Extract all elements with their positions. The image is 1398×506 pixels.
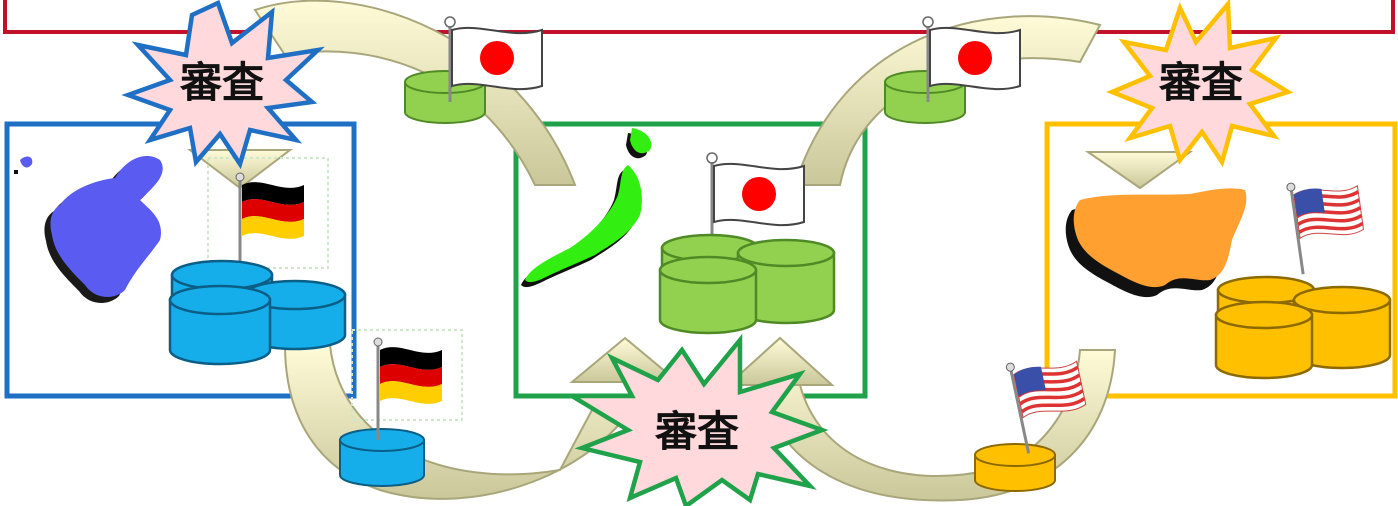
germany-flag-icon	[372, 336, 444, 442]
review-starburst-top-left: 審査	[121, 0, 325, 170]
japan-flag-icon	[705, 151, 806, 240]
usa-database-icon	[1214, 275, 1392, 380]
arrow-head-icon	[1084, 151, 1194, 190]
germany-flag-icon	[234, 171, 306, 277]
flag-selection-box	[351, 329, 463, 421]
usa-map-icon	[1065, 188, 1247, 298]
japan-database-icon	[404, 70, 486, 124]
review-starburst-bottom-center: 審査	[563, 333, 829, 506]
starburst-icon	[121, 0, 325, 170]
japan-database-icon	[884, 70, 966, 124]
review-label: 審査	[654, 407, 739, 456]
japan-map-icon	[521, 128, 652, 288]
eu-database-icon	[339, 428, 425, 487]
europe-map-icon	[14, 156, 163, 303]
usa-flag-icon	[1284, 172, 1371, 277]
review-label: 審査	[179, 58, 264, 107]
top-banner	[3, 0, 1395, 34]
curved-arrow-icon	[283, 344, 642, 500]
eu-database-icon	[168, 259, 347, 366]
japan-database-icon	[658, 233, 836, 335]
review-starburst-top-right: 審査	[1106, 0, 1294, 168]
review-label: 審査	[1158, 58, 1243, 107]
starburst-icon	[563, 333, 829, 506]
starburst-icon	[1106, 0, 1294, 168]
curved-arrow-icon	[253, 0, 577, 186]
usa-database-icon	[974, 443, 1056, 492]
